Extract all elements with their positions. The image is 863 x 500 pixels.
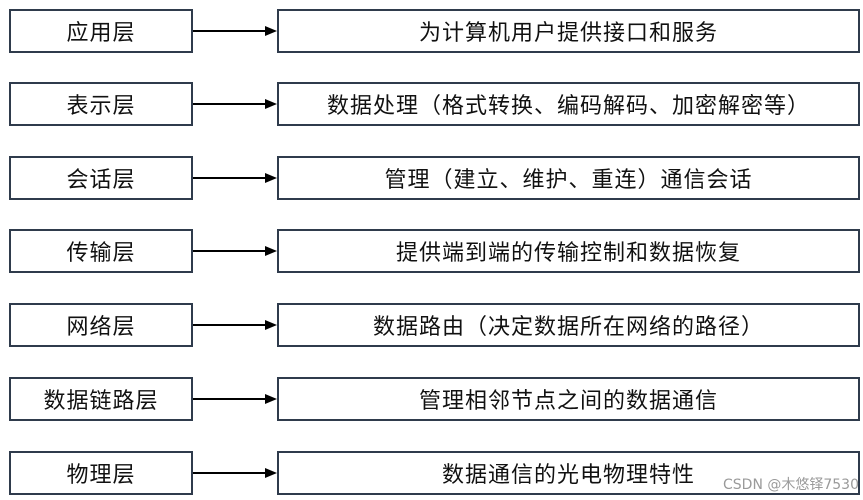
layer-description: 为计算机用户提供接口和服务 <box>277 9 860 53</box>
layer-name: 应用层 <box>9 9 193 53</box>
layer-row-physical: 物理层 数据通信的光电物理特性 <box>0 451 863 495</box>
right-arrow-icon <box>193 26 277 36</box>
layer-name: 网络层 <box>9 303 193 347</box>
right-arrow-icon <box>193 394 277 404</box>
layer-name: 传输层 <box>9 229 193 273</box>
layer-row-transport: 传输层 提供端到端的传输控制和数据恢复 <box>0 229 863 273</box>
layer-description: 管理（建立、维护、重连）通信会话 <box>277 156 860 200</box>
layer-row-session: 会话层 管理（建立、维护、重连）通信会话 <box>0 156 863 200</box>
layer-name: 数据链路层 <box>9 377 193 421</box>
layer-name: 会话层 <box>9 156 193 200</box>
right-arrow-icon <box>193 99 277 109</box>
right-arrow-icon <box>193 246 277 256</box>
layer-description: 数据通信的光电物理特性 <box>277 451 860 495</box>
layer-description: 提供端到端的传输控制和数据恢复 <box>277 229 860 273</box>
layer-description: 数据路由（决定数据所在网络的路径） <box>277 303 860 347</box>
layer-name: 物理层 <box>9 451 193 495</box>
layer-row-application: 应用层 为计算机用户提供接口和服务 <box>0 9 863 53</box>
layer-row-presentation: 表示层 数据处理（格式转换、编码解码、加密解密等） <box>0 82 863 126</box>
layer-description: 数据处理（格式转换、编码解码、加密解密等） <box>277 82 860 126</box>
right-arrow-icon <box>193 468 277 478</box>
layer-row-data-link: 数据链路层 管理相邻节点之间的数据通信 <box>0 377 863 421</box>
layer-name: 表示层 <box>9 82 193 126</box>
layer-row-network: 网络层 数据路由（决定数据所在网络的路径） <box>0 303 863 347</box>
right-arrow-icon <box>193 320 277 330</box>
right-arrow-icon <box>193 173 277 183</box>
watermark-text: CSDN @木悠铎7530 <box>723 477 859 493</box>
layer-description: 管理相邻节点之间的数据通信 <box>277 377 860 421</box>
